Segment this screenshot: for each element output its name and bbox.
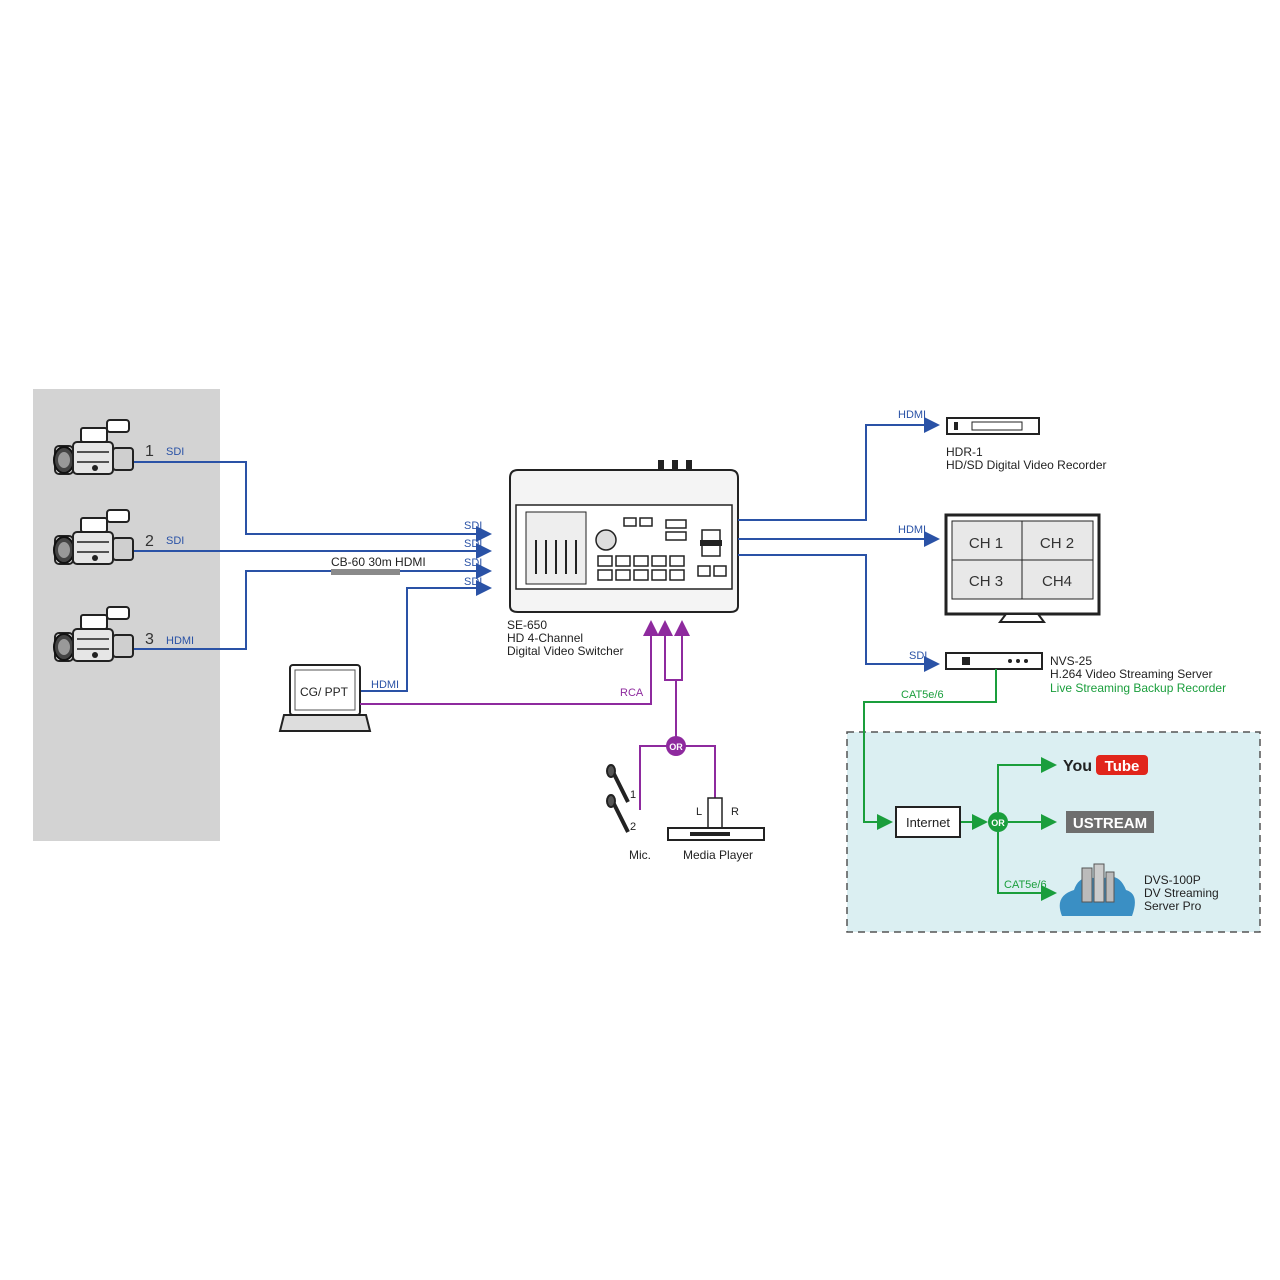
- rca-label: RCA: [620, 687, 644, 699]
- mic-number: 1: [630, 789, 636, 801]
- nvs-note: Live Streaming Backup Recorder: [1050, 681, 1226, 695]
- network-or-text: OR: [991, 818, 1005, 828]
- laptop-label: CG/ PPT: [300, 685, 349, 699]
- switcher-desc-line2: Digital Video Switcher: [507, 644, 624, 658]
- recorder-device-icon: [946, 417, 1040, 435]
- youtube-logo-box: [1096, 755, 1148, 775]
- video-switcher-device: [509, 460, 739, 613]
- nvs-link-label: CAT5e/6: [901, 689, 944, 701]
- mic-label: Mic.: [629, 848, 651, 862]
- output-connector-label: HDMI: [898, 524, 926, 536]
- youtube-logo-tube: Tube: [1105, 758, 1140, 775]
- camera-connector-label: SDI: [166, 446, 184, 458]
- laptop-icon: [278, 664, 372, 732]
- media-player-icon: [667, 797, 765, 841]
- player-right-label: R: [731, 806, 739, 818]
- input-label: SDI: [464, 557, 482, 569]
- recorder-desc: HD/SD Digital Video Recorder: [946, 458, 1107, 472]
- audio-or-text: OR: [669, 742, 683, 752]
- camera-connector-label: SDI: [166, 535, 184, 547]
- dvs-desc-line1: DV Streaming: [1144, 886, 1219, 900]
- dvs-model: DVS-100P: [1144, 873, 1201, 887]
- input-label: SDI: [464, 520, 482, 532]
- audio-or-badge: [666, 736, 686, 756]
- video-output-lines: [738, 417, 940, 672]
- monitor-channel: CH 3: [969, 573, 1003, 590]
- input-label: SDI: [464, 576, 482, 588]
- audio-lines: [360, 620, 716, 810]
- multiview-monitor-icon: [944, 513, 1101, 623]
- microphone-icon: [606, 764, 630, 833]
- monitor-channel: CH 1: [969, 535, 1003, 552]
- switcher-model: SE-650: [507, 618, 547, 632]
- network-or-badge: [988, 812, 1008, 832]
- ustream-logo-box: [1066, 811, 1154, 833]
- internet-box: [895, 806, 961, 838]
- player-left-label: L: [696, 806, 702, 818]
- output-connector-label: SDI: [909, 650, 927, 662]
- monitor-channel: CH 2: [1040, 535, 1074, 552]
- cable-label: CB-60 30m HDMI: [331, 555, 426, 569]
- output-connector-label: HDMI: [898, 409, 926, 421]
- nvs-model: NVS-25: [1050, 654, 1092, 668]
- network-lines: [863, 669, 1057, 901]
- dvs-link-label: CAT5e/6: [1004, 879, 1047, 891]
- switcher-desc-line1: HD 4-Channel: [507, 631, 583, 645]
- camera-number: 2: [145, 533, 154, 550]
- cloud-server-icon: [1059, 863, 1135, 916]
- monitor-channel: CH4: [1042, 573, 1072, 590]
- player-label: Media Player: [683, 848, 753, 862]
- youtube-logo-you: You: [1063, 758, 1092, 775]
- hdmi-cable-bar: [331, 569, 400, 575]
- camera-connector-label: HDMI: [166, 635, 194, 647]
- dvs-desc-line2: Server Pro: [1144, 899, 1202, 913]
- mic-number: 2: [630, 821, 636, 833]
- streaming-server-device-icon: [945, 652, 1043, 670]
- laptop-connector-label: HDMI: [371, 679, 399, 691]
- ustream-logo-text: USTREAM: [1073, 815, 1147, 832]
- recorder-model: HDR-1: [946, 445, 983, 459]
- internet-label: Internet: [906, 815, 950, 830]
- camera-number: 1: [145, 443, 154, 460]
- nvs-desc: H.264 Video Streaming Server: [1050, 667, 1213, 681]
- camera-number: 3: [145, 631, 154, 648]
- input-label: SDI: [464, 538, 482, 550]
